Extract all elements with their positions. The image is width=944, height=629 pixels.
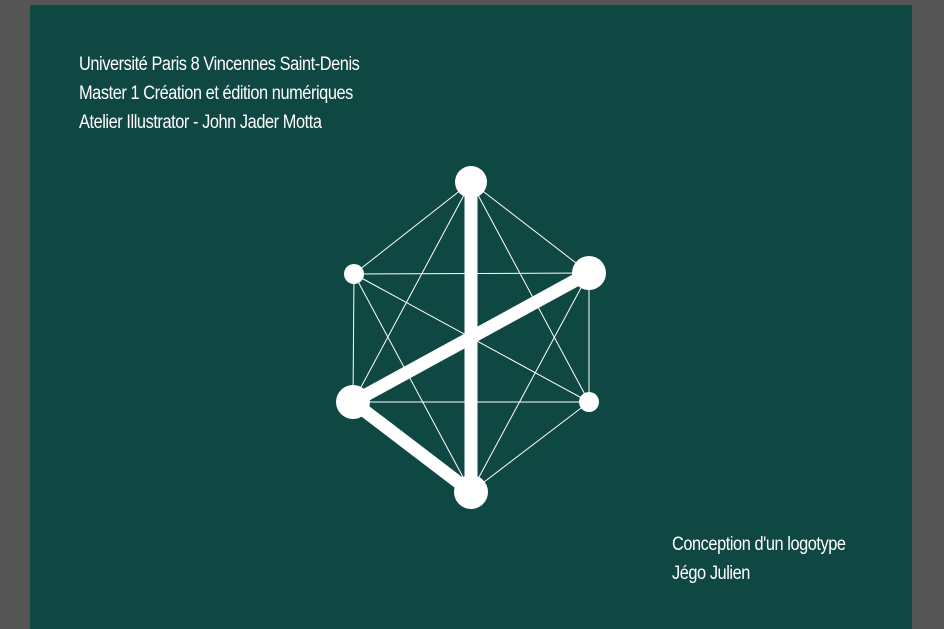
logo-node-upper-right — [572, 256, 606, 290]
logo-edge — [470, 272, 590, 493]
author-name: Jégo Julien — [672, 563, 750, 584]
logo-node-bottom — [454, 475, 488, 509]
logo-node-top — [455, 166, 487, 198]
footer-block: Conception d'un logotype Jégo Julien — [672, 530, 846, 588]
logo-edge — [352, 273, 355, 403]
document-page: Université Paris 8 Vincennes Saint-Denis… — [30, 5, 912, 629]
logo-edge — [352, 181, 472, 403]
logo-node-lower-left — [336, 385, 370, 419]
logo-edge — [470, 181, 590, 274]
logo-node-lower-right — [579, 392, 599, 412]
logo-bold-edge — [346, 266, 596, 409]
logo-edge — [353, 273, 472, 493]
logo-thick-lines — [346, 175, 596, 499]
logo-edge — [470, 401, 590, 493]
logo-edge — [470, 181, 590, 403]
logo-graphic — [336, 166, 606, 509]
university-line: Université Paris 8 Vincennes Saint-Denis — [79, 54, 360, 75]
logo-node-upper-left — [344, 264, 364, 284]
course-line: Atelier Illustrator - John Jader Motta — [79, 112, 322, 133]
logo-bold-edge — [346, 395, 478, 499]
logo-nodes — [336, 166, 606, 509]
program-line: Master 1 Création et édition numériques — [79, 83, 353, 104]
header-block: Université Paris 8 Vincennes Saint-Denis… — [79, 50, 360, 137]
project-title: Conception d'un logotype — [672, 534, 846, 555]
logo-edge — [353, 181, 472, 275]
